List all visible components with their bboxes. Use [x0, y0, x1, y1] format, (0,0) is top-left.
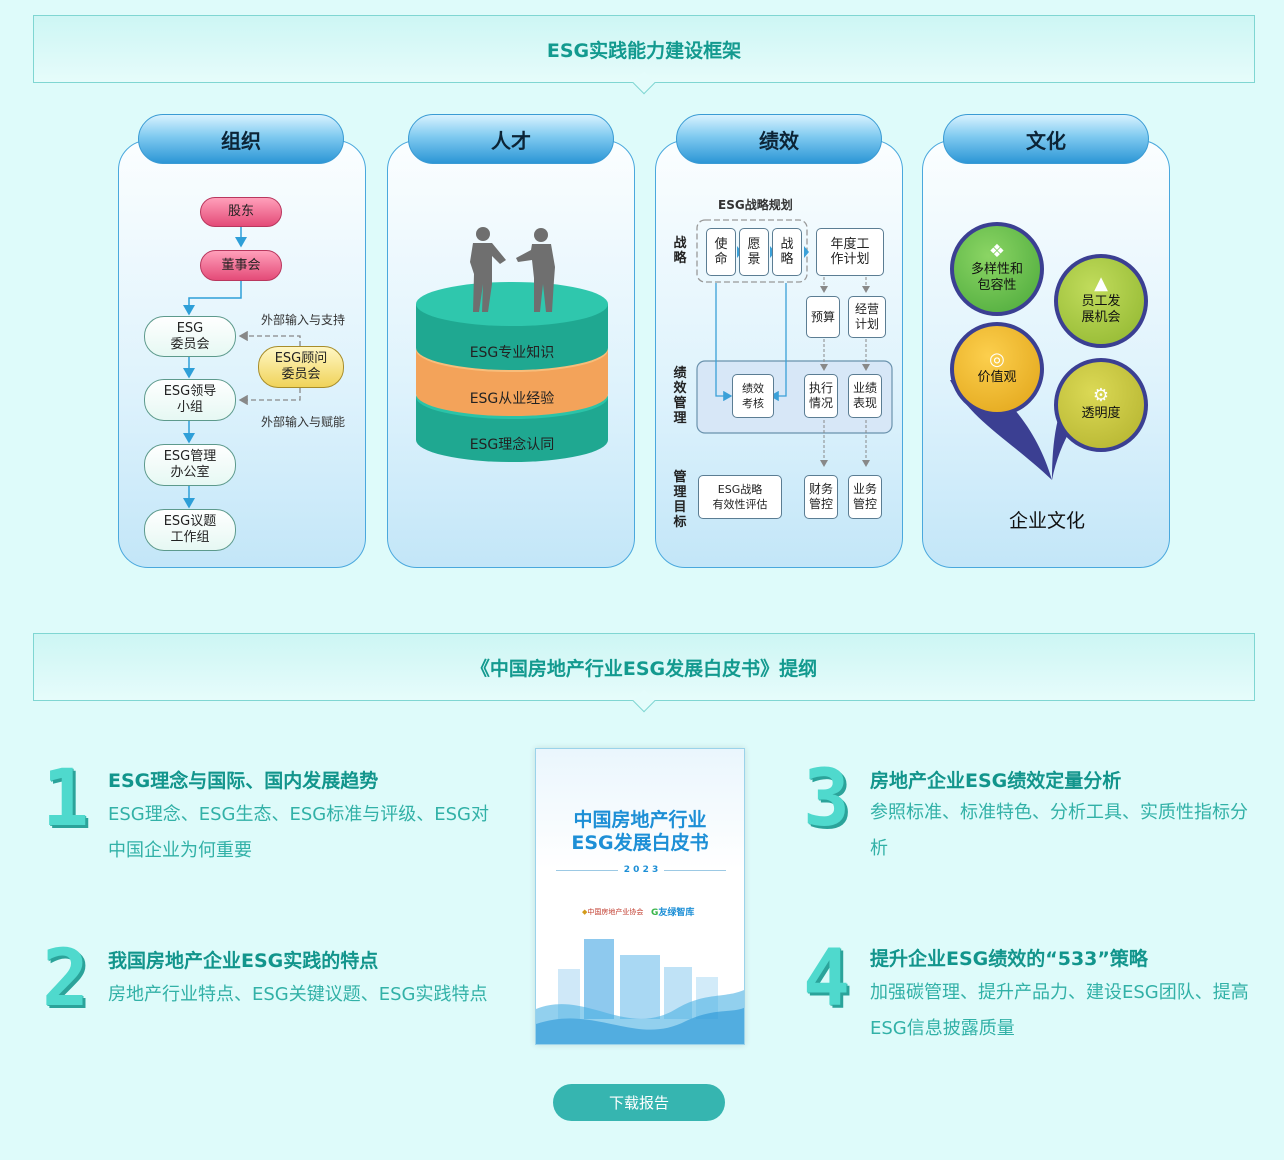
row-label-manage: 绩效 管理: [673, 366, 687, 426]
shareholders-node: 股东: [200, 197, 282, 227]
strategy-eval-box: ESG战略有效性评估: [698, 475, 782, 519]
cover-org2: G友绿智库: [651, 908, 695, 918]
gear-icon: ⚙: [1092, 385, 1110, 406]
mission-box: 使命: [706, 228, 736, 276]
tab-performance: 绩效: [676, 114, 882, 164]
report-cover[interactable]: 中国房地产行业 ESG发展白皮书 2 0 2 3 ◆中国房地产业协会 G友绿智库: [535, 748, 745, 1045]
note-support: 外部输入与支持: [261, 313, 346, 327]
tab-culture: 文化: [943, 114, 1149, 164]
culture-diversity: ❖ 多样性和 包容性: [950, 222, 1044, 316]
framework-title: ESG实践能力建设框架: [546, 39, 742, 62]
biz-plan-box: 经营计划: [848, 296, 886, 338]
vision-box: 愿景: [739, 228, 769, 276]
talent-stack: [416, 227, 608, 462]
note-empower: 外部输入与赋能: [261, 415, 346, 429]
result-box: 业绩表现: [848, 374, 882, 418]
talent-layer-knowledge: ESG专业知识: [469, 345, 555, 361]
execution-box: 执行情况: [804, 374, 838, 418]
esg-issue-group-node: ESG议题工作组: [144, 509, 236, 551]
growth-icon: ▲: [1094, 273, 1108, 294]
tab-org: 组织: [138, 114, 344, 164]
annual-plan-box: 年度工作计划: [816, 228, 884, 276]
esg-lead-group-node: ESG领导小组: [144, 379, 236, 421]
finance-control-box: 财务管控: [804, 475, 838, 519]
outline-number-1: 1: [42, 754, 89, 844]
outline-title-3: 房地产企业ESG绩效定量分析: [870, 770, 1122, 792]
g-logo-icon: G: [651, 908, 659, 918]
talent-layer-belief: ESG理念认同: [469, 437, 555, 453]
culture-transparency: ⚙ 透明度: [1054, 358, 1148, 452]
strategy-box: 战略: [772, 228, 802, 276]
cover-year: 2 0 2 3: [556, 863, 727, 877]
cover-org1: ◆中国房地产业协会: [582, 908, 644, 916]
outline-title-4: 提升企业ESG绩效的“533”策略: [870, 948, 1148, 970]
outline-title: 《中国房地产行业ESG发展白皮书》提纲: [470, 657, 818, 680]
outline-title-2: 我国房地产企业ESG实践的特点: [108, 950, 379, 972]
budget-box: 预算: [806, 296, 840, 338]
outline-number-4: 4: [803, 934, 850, 1024]
culture-growth: ▲ 员工发 展机会: [1054, 254, 1148, 348]
row-label-target: 管理 目标: [673, 470, 687, 530]
handshake-icon: [470, 227, 555, 312]
row-label-strategy: 战略: [673, 236, 687, 266]
board-node: 董事会: [200, 250, 282, 281]
value-icon: ◎: [989, 349, 1005, 370]
talent-layer-experience: ESG从业经验: [469, 391, 555, 407]
banner-notch: [632, 689, 656, 713]
outline-number-2: 2: [42, 934, 89, 1024]
culture-caption: 企业文化: [1009, 510, 1086, 532]
esg-advisory-node: ESG顾问委员会: [258, 346, 344, 388]
org-connectors: [183, 227, 301, 509]
cover-title: 中国房地产行业 ESG发展白皮书: [571, 809, 709, 854]
org-logo-icon: ◆: [582, 908, 588, 916]
outline-banner: 《中国房地产行业ESG发展白皮书》提纲: [33, 633, 1255, 713]
outline-title-1: ESG理念与国际、国内发展趋势: [108, 770, 379, 792]
outline-desc-1: ESG理念、ESG生态、ESG标准与评级、ESG对中国企业为何重要: [108, 804, 489, 861]
cover-city-illustration: [536, 939, 744, 1044]
assessment-box: 绩效考核: [732, 374, 774, 418]
esg-office-node: ESG管理办公室: [144, 444, 236, 486]
outline-number-3: 3: [803, 754, 850, 844]
outline-desc-4: 加强碳管理、提升产品力、建设ESG团队、提高ESG信息披露质量: [870, 982, 1249, 1039]
plan-title: ESG战略规划: [718, 198, 793, 212]
culture-values: ◎ 价值观: [950, 322, 1044, 416]
download-report-button[interactable]: 下载报告: [553, 1084, 725, 1121]
outline-desc-3: 参照标准、标准特色、分析工具、实质性指标分析: [870, 802, 1248, 859]
outline-desc-2: 房地产行业特点、ESG关键议题、ESG实践特点: [108, 984, 488, 1005]
tab-talent: 人才: [408, 114, 614, 164]
ops-control-box: 业务管控: [848, 475, 882, 519]
framework-banner: ESG实践能力建设框架: [33, 15, 1255, 95]
diversity-icon: ❖: [988, 241, 1006, 262]
